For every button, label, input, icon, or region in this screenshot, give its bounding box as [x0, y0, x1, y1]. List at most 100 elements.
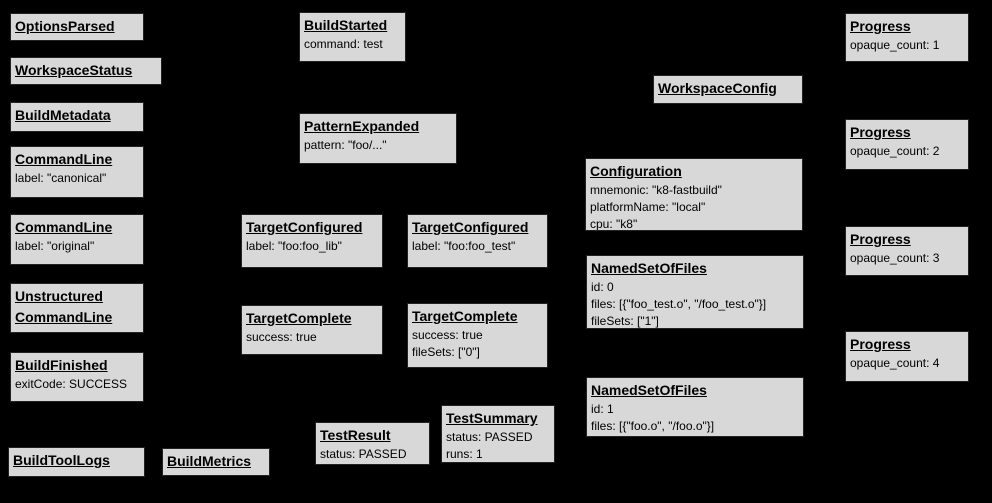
- event-details: label: "foo:foo_test": [412, 238, 543, 255]
- event-detail-line: label: "foo:foo_lib": [246, 239, 342, 253]
- event-box-build-metrics: BuildMetrics: [162, 448, 270, 476]
- event-details: pattern: "foo/...": [304, 137, 452, 154]
- event-title-line: TestSummary: [446, 410, 538, 426]
- event-title-line: WorkspaceConfig: [658, 80, 777, 96]
- event-title: BuildMetrics: [167, 451, 265, 472]
- event-detail-line: cpu: "k8": [590, 217, 638, 231]
- event-box-configuration: Configuration mnemonic: "k8-fastbuild" pl…: [585, 158, 803, 231]
- event-details: status: PASSED runs: 1: [446, 429, 550, 462]
- event-details: exitCode: SUCCESS: [15, 376, 139, 393]
- event-title-line: PatternExpanded: [304, 118, 420, 134]
- event-title-line: Progress: [850, 124, 911, 140]
- event-title-line: Progress: [850, 231, 911, 247]
- event-details: label: "foo:foo_lib": [246, 238, 378, 255]
- event-detail-line: fileSets: ["1"]: [591, 314, 659, 328]
- event-title-line: CommandLine: [15, 151, 113, 167]
- event-details: mnemonic: "k8-fastbuild" platformName: "l…: [590, 182, 798, 231]
- event-box-command-line-canonical: CommandLine label: "canonical": [10, 146, 144, 198]
- event-title-line: NamedSetOfFiles: [591, 382, 707, 398]
- event-title-line: TestResult: [320, 427, 391, 443]
- event-detail-line: platformName: "local": [590, 200, 706, 214]
- event-title: Progress: [850, 122, 964, 143]
- event-box-build-metadata: BuildMetadata: [10, 102, 144, 132]
- event-detail-line: runs: 1: [446, 447, 483, 461]
- event-title-line: CommandLine: [15, 309, 113, 325]
- event-title: Progress: [850, 229, 964, 250]
- event-detail-line: label: "canonical": [15, 171, 107, 185]
- event-details: opaque_count: 3: [850, 250, 964, 267]
- event-detail-line: pattern: "foo/...": [304, 138, 387, 152]
- event-details: label: "canonical": [15, 170, 139, 187]
- event-detail-line: opaque_count: 4: [850, 356, 940, 370]
- event-title-line: BuildMetadata: [15, 107, 111, 123]
- event-title-line: WorkspaceStatus: [15, 62, 133, 78]
- event-title: CommandLine: [15, 217, 139, 238]
- event-title: TargetComplete: [412, 306, 543, 327]
- event-title-line: BuildToolLogs: [13, 452, 110, 468]
- event-detail-line: label: "foo:foo_test": [412, 239, 516, 253]
- event-details: opaque_count: 2: [850, 143, 964, 160]
- event-box-named-set-of-files-0: NamedSetOfFiles id: 0 files: [{"foo_test.…: [586, 255, 804, 329]
- event-detail-line: status: PASSED: [320, 447, 407, 461]
- event-box-options-parsed: OptionsParsed: [10, 13, 144, 41]
- event-title: BuildStarted: [304, 15, 401, 36]
- event-title: TestSummary: [446, 408, 550, 429]
- event-detail-line: files: [{"foo_test.o", "/foo_test.o"}]: [591, 297, 767, 311]
- event-title: WorkspaceStatus: [15, 60, 157, 81]
- event-title: BuildFinished: [15, 355, 139, 376]
- event-box-target-configured-foo-test: TargetConfigured label: "foo:foo_test": [407, 214, 548, 268]
- event-details: id: 0 files: [{"foo_test.o", "/foo_test.o…: [591, 279, 799, 328]
- event-title-line: OptionsParsed: [15, 18, 115, 34]
- event-title: Progress: [850, 16, 964, 37]
- event-detail-line: fileSets: ["0"]: [412, 345, 480, 359]
- event-detail-line: mnemonic: "k8-fastbuild": [590, 183, 722, 197]
- event-title: TargetComplete: [246, 308, 378, 329]
- event-title: TargetConfigured: [412, 217, 543, 238]
- event-box-build-finished: BuildFinished exitCode: SUCCESS: [10, 352, 144, 402]
- event-box-workspace-status: WorkspaceStatus: [10, 57, 162, 85]
- event-title-line: Configuration: [590, 163, 682, 179]
- event-title-line: TargetComplete: [246, 310, 352, 326]
- event-title: CommandLine: [15, 149, 139, 170]
- event-detail-line: exitCode: SUCCESS: [15, 377, 128, 391]
- event-title-line: TargetConfigured: [246, 219, 363, 235]
- event-detail-line: opaque_count: 2: [850, 144, 940, 158]
- event-title-line: BuildMetrics: [167, 453, 252, 469]
- event-title: TargetConfigured: [246, 217, 378, 238]
- event-box-progress-4: Progress opaque_count: 4: [845, 331, 969, 382]
- event-title-line: Progress: [850, 18, 911, 34]
- event-box-workspace-config: WorkspaceConfig: [653, 75, 803, 104]
- event-box-target-configured-foo-lib: TargetConfigured label: "foo:foo_lib": [241, 214, 383, 268]
- event-detail-line: files: [{"foo.o", "/foo.o"}]: [591, 419, 715, 433]
- event-title: TestResult: [320, 425, 425, 446]
- event-title-line: BuildStarted: [304, 17, 388, 33]
- event-details: opaque_count: 1: [850, 37, 964, 54]
- event-title: WorkspaceConfig: [658, 78, 798, 99]
- event-detail-line: id: 0: [591, 280, 614, 294]
- event-box-command-line-original: CommandLine label: "original": [10, 214, 144, 265]
- event-box-target-complete-foo-lib: TargetComplete success: true: [241, 305, 383, 355]
- event-box-test-summary: TestSummary status: PASSED runs: 1: [441, 405, 555, 463]
- event-title: NamedSetOfFiles: [591, 258, 799, 279]
- event-detail-line: label: "original": [15, 239, 95, 253]
- event-detail-line: status: PASSED: [446, 430, 533, 444]
- event-detail-line: opaque_count: 1: [850, 38, 940, 52]
- event-box-progress-3: Progress opaque_count: 3: [845, 226, 969, 276]
- event-box-test-result: TestResult status: PASSED: [315, 422, 430, 465]
- event-title: Configuration: [590, 161, 798, 182]
- event-title-line: TargetConfigured: [412, 219, 529, 235]
- event-title-line: Progress: [850, 336, 911, 352]
- event-title: BuildMetadata: [15, 105, 139, 126]
- event-detail-line: success: true: [246, 330, 317, 344]
- event-title: NamedSetOfFiles: [591, 380, 799, 401]
- event-details: opaque_count: 4: [850, 355, 964, 372]
- event-details: success: true: [246, 329, 378, 346]
- event-box-build-started: BuildStarted command: test: [299, 12, 406, 62]
- event-title: Progress: [850, 334, 964, 355]
